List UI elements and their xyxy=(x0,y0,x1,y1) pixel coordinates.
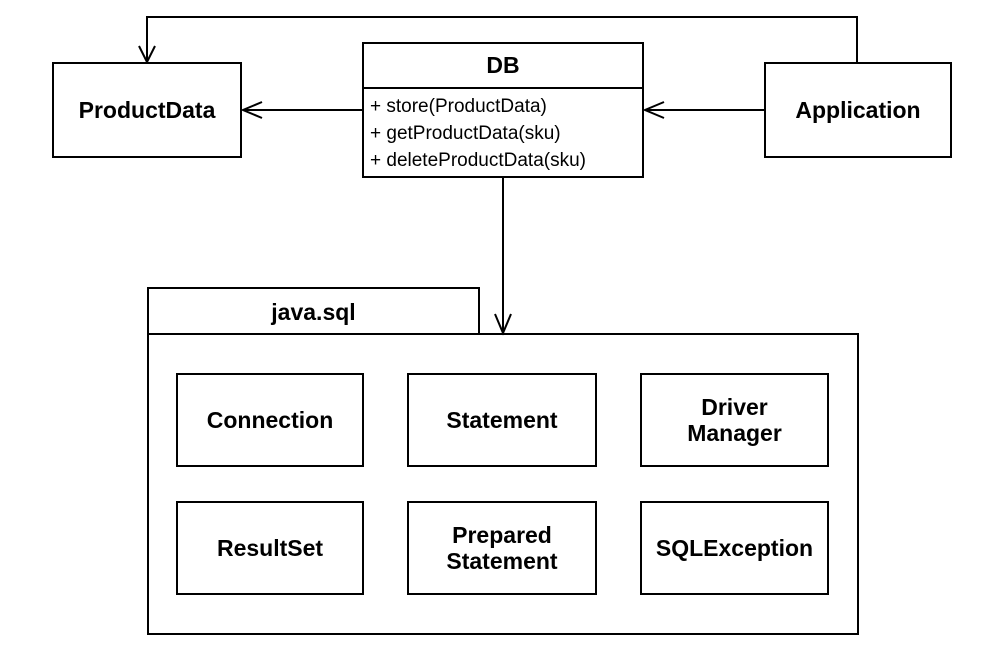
class-productdata: ProductData xyxy=(52,62,242,158)
class-db-operations: + store(ProductData) + getProductData(sk… xyxy=(364,89,642,174)
class-statement: Statement xyxy=(407,373,597,467)
class-label: ResultSet xyxy=(216,534,324,561)
class-db: DB + store(ProductData) + getProductData… xyxy=(362,42,644,178)
class-sqlexception: SQLException xyxy=(640,501,829,595)
class-label-line1: Prepared xyxy=(452,521,552,548)
db-operation: + deleteProductData(sku) xyxy=(370,150,586,171)
arrowhead-db-to-productdata xyxy=(240,101,263,119)
class-label: SQLException xyxy=(655,534,814,561)
class-productdata-label: ProductData xyxy=(78,96,216,123)
class-label: Connection xyxy=(206,406,334,433)
class-application: Application xyxy=(764,62,952,158)
class-application-label: Application xyxy=(795,96,921,123)
class-connection: Connection xyxy=(176,373,364,467)
package-name: java.sql xyxy=(271,298,356,325)
package-java-sql xyxy=(147,333,859,635)
class-label: Statement xyxy=(446,406,558,433)
class-resultset: ResultSet xyxy=(176,501,364,595)
class-drivermanager: Driver Manager xyxy=(640,373,829,467)
class-preparedstatement: Prepared Statement xyxy=(407,501,597,595)
db-operation: + getProductData(sku) xyxy=(370,123,561,144)
class-label-line2: Manager xyxy=(687,420,782,446)
class-db-name: DB xyxy=(364,44,642,89)
class-label-line2: Statement xyxy=(446,548,558,574)
arrow-application-to-productdata xyxy=(146,16,858,62)
db-operation: + store(ProductData) xyxy=(370,96,547,117)
package-tab: java.sql xyxy=(147,287,480,335)
class-label-line1: Driver xyxy=(701,393,768,420)
arrowhead-application-to-db xyxy=(642,101,665,119)
